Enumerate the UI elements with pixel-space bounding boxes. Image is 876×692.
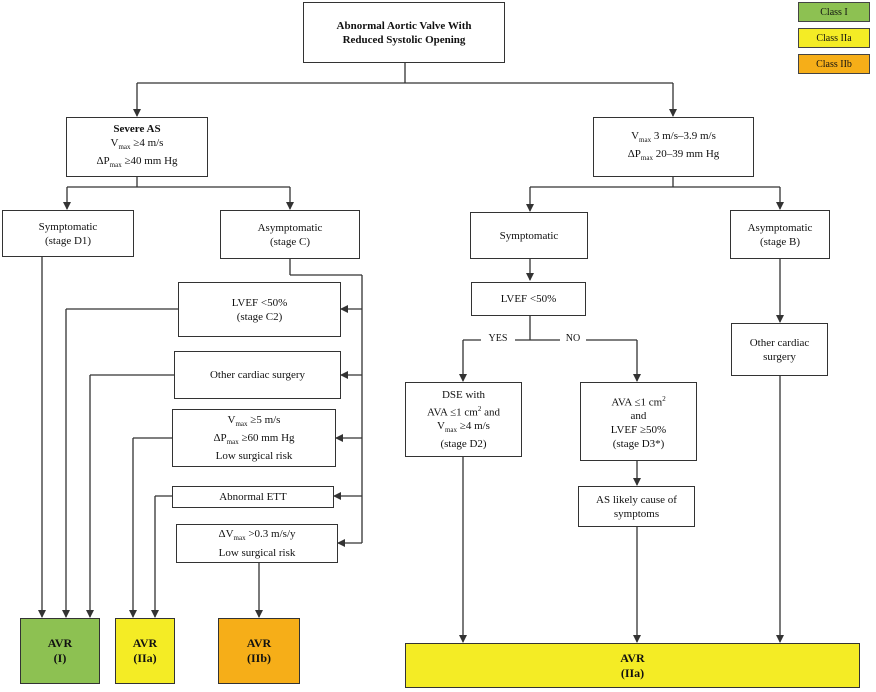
severe-vmax: Vmax ≥4 m/s <box>110 136 164 151</box>
lvef-right-box: LVEF <50% <box>471 282 586 316</box>
legend-class-2b: Class IIb <box>798 54 870 74</box>
severe-dp: ΔPmax ≥40 mm Hg <box>96 155 178 170</box>
symptomatic-d1-box: Symptomatic(stage D1) <box>2 210 134 257</box>
asymptomatic-c-box: Asymptomatic(stage C) <box>220 210 360 259</box>
top-line-2: Reduced Systolic Opening <box>342 33 466 46</box>
abnormal-aortic-valve-box: Abnormal Aortic Valve With Reduced Systo… <box>303 2 505 63</box>
moderate-as-box: Vmax 3 m/s–3.9 m/s ΔPmax 20–39 mm Hg <box>593 117 754 177</box>
no-label: NO <box>565 333 581 344</box>
avr-class-1-box: AVR(I) <box>20 618 100 684</box>
severe-as-box: Severe AS Vmax ≥4 m/s ΔPmax ≥40 mm Hg <box>66 117 208 177</box>
legend-class-1: Class I <box>798 2 870 22</box>
vmax-5-box: Vmax ≥5 m/s ΔPmax ≥60 mm Hg Low surgical… <box>172 409 336 467</box>
other-cardiac-surgery-left-box: Other cardiac surgery <box>174 351 341 399</box>
symptomatic-right-box: Symptomatic <box>470 212 588 259</box>
avr-class-2a-left-box: AVR(IIa) <box>115 618 175 684</box>
legend-class-2a: Class IIa <box>798 28 870 48</box>
yes-label: YES <box>488 333 508 344</box>
ava-d3-box: AVA ≤1 cm2 and LVEF ≥50% (stage D3*) <box>580 382 697 461</box>
delta-vmax-box: ΔVmax >0.3 m/s/y Low surgical risk <box>176 524 338 563</box>
asymptomatic-b-box: Asymptomatic(stage B) <box>730 210 830 259</box>
avr-class-2a-right-box: AVR(IIa) <box>405 643 860 688</box>
moderate-dp: ΔPmax 20–39 mm Hg <box>627 148 720 163</box>
severe-as-title: Severe AS <box>113 122 161 135</box>
top-line-1: Abnormal Aortic Valve With <box>336 19 472 32</box>
avr-class-2b-box: AVR(IIb) <box>218 618 300 684</box>
moderate-vmax: Vmax 3 m/s–3.9 m/s <box>631 129 716 144</box>
abnormal-ett-box: Abnormal ETT <box>172 486 334 508</box>
dse-d2-box: DSE with AVA ≤1 cm2 and Vmax ≥4 m/s (sta… <box>405 382 522 457</box>
lvef-c2-box: LVEF <50%(stage C2) <box>178 282 341 337</box>
